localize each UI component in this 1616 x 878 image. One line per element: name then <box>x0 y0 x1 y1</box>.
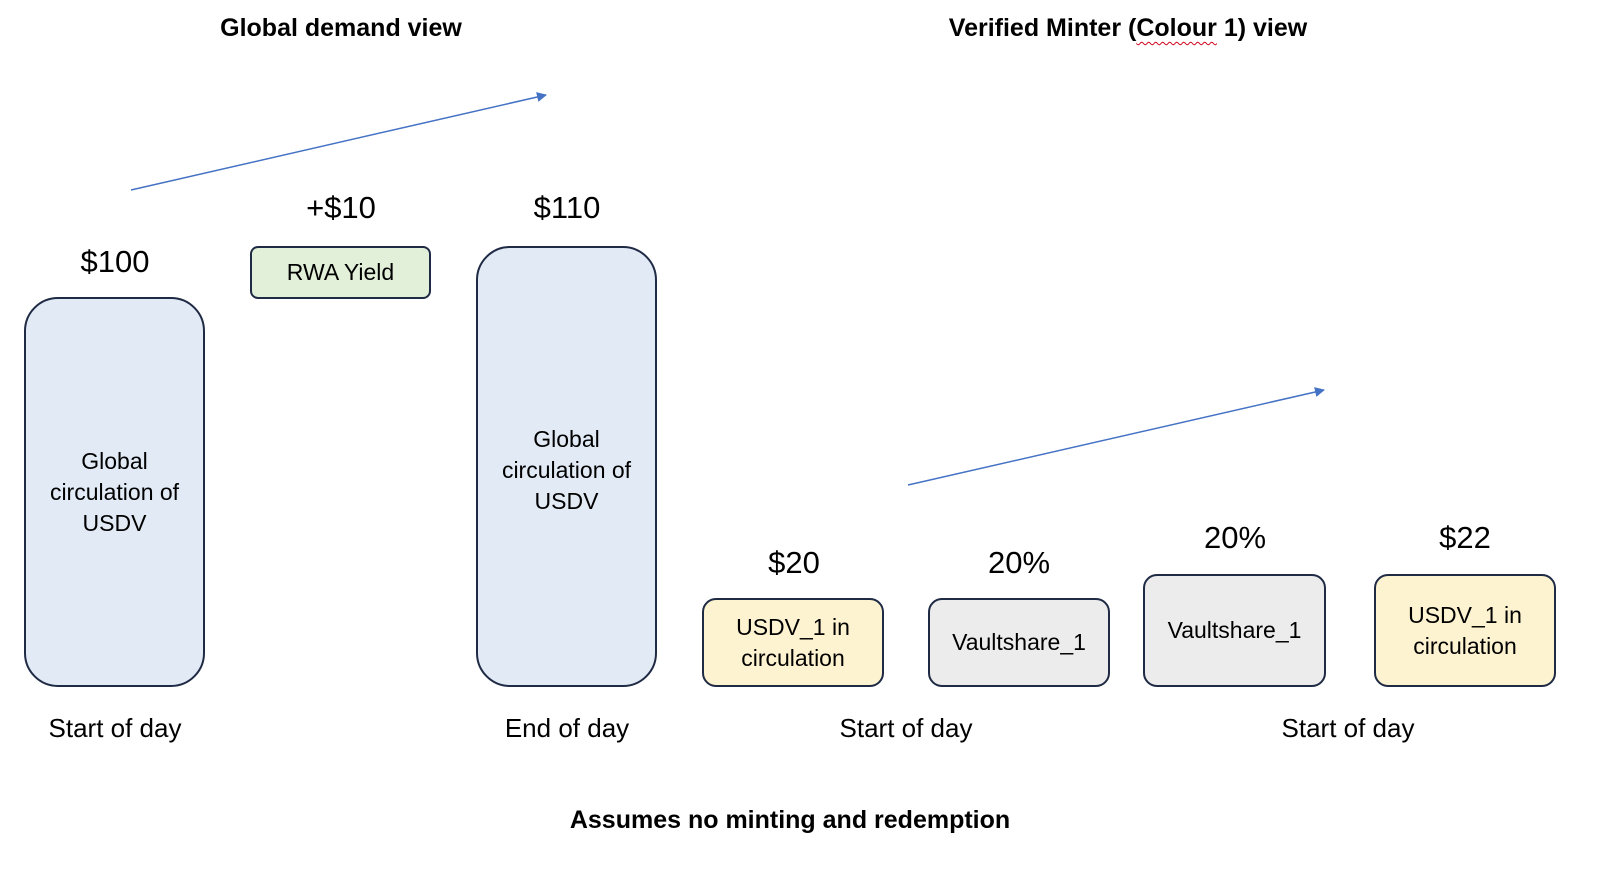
usdv-end-value-label: $22 <box>1439 520 1491 555</box>
start-of-day-caption-global: Start of day <box>48 713 182 743</box>
usdv1-end-text: USDV_1 in circulation <box>1408 601 1522 659</box>
yield-value-label: +$10 <box>306 190 376 225</box>
global-circulation-start-text: Global circulation of USDV <box>49 447 180 536</box>
end-value-label: $110 <box>533 190 601 225</box>
start-value-label: $100 <box>80 244 150 279</box>
minter-heading-suffix: 1) view <box>1216 14 1308 42</box>
assumption-footer: Assumes no minting and redemption <box>569 806 1011 834</box>
start-of-day-caption-minter-right: Start of day <box>1281 713 1415 743</box>
global-demand-heading: Global demand view <box>220 14 462 42</box>
vaultshare1-start-text: Vaultshare_1 <box>952 629 1086 655</box>
usdv1-end-box: USDV_1 in circulation <box>1374 574 1556 687</box>
start-of-day-caption-minter-left: Start of day <box>839 713 973 743</box>
end-of-day-caption: End of day <box>504 713 630 743</box>
minter-heading-colour-word: Colour <box>1136 14 1217 42</box>
usdv-start-value-label: $20 <box>768 545 820 580</box>
vaultshare1-end-text: Vaultshare_1 <box>1167 617 1302 643</box>
rwa-yield-box: RWA Yield <box>250 246 431 299</box>
share-start-value-label: 20% <box>987 545 1051 580</box>
global-growth-arrow-icon <box>130 92 547 191</box>
usdv1-start-text: USDV_1 in circulation <box>736 613 850 671</box>
vaultshare1-end-box: Vaultshare_1 <box>1143 574 1326 687</box>
minter-heading-prefix: Verified Minter ( <box>948 14 1137 42</box>
global-circulation-end-box: Global circulation of USDV <box>476 246 657 687</box>
minter-growth-arrow-icon <box>907 387 1325 486</box>
verified-minter-heading: Verified Minter (Colour 1) view <box>949 14 1307 43</box>
rwa-yield-text: RWA Yield <box>286 259 395 285</box>
share-end-value-label: 20% <box>1203 520 1267 555</box>
global-circulation-start-box: Global circulation of USDV <box>24 297 205 687</box>
vaultshare1-start-box: Vaultshare_1 <box>928 598 1110 687</box>
global-circulation-end-text: Global circulation of USDV <box>501 426 632 514</box>
usdv1-start-box: USDV_1 in circulation <box>702 598 884 687</box>
